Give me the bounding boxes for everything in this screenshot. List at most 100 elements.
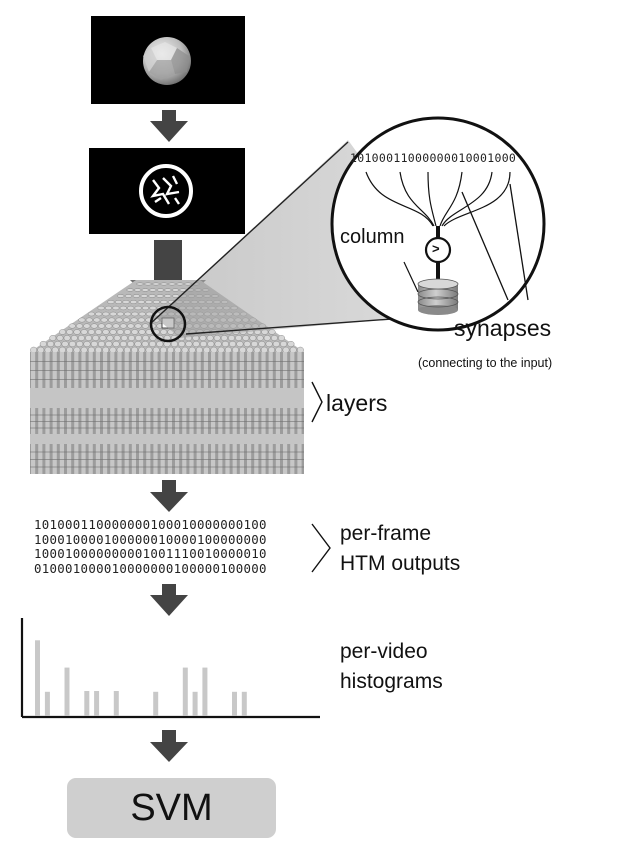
histogram-axes [20,618,320,719]
column-top [108,317,116,323]
column-top [126,288,134,292]
column-top [120,335,128,341]
histogram-label-line2: histograms [340,670,443,693]
column-top [97,341,105,348]
column-top [280,341,288,348]
layer-slab [30,459,304,460]
column-top [136,282,144,286]
column-top [137,317,145,323]
column-top [95,311,103,317]
column-top [92,335,100,341]
synapses-label: synapses [454,315,552,341]
column-top [49,335,57,341]
column-top [178,341,186,348]
column-top [256,335,264,341]
svm-label: SVM [130,786,213,829]
column-top [83,341,91,348]
column-top [160,300,168,304]
column-top [207,341,215,348]
comparator-symbol: > [432,241,440,256]
edge-image [139,164,193,218]
column-top [171,294,180,298]
column-top [228,335,235,341]
column-top [199,341,207,348]
column-top [164,288,172,292]
column-top [63,335,71,341]
column-top [214,341,222,348]
layer-slab [30,370,304,371]
column-top [119,305,127,311]
column-top [68,323,76,329]
column-top [141,341,149,348]
column-top [115,317,123,323]
layer-slab [30,451,304,453]
column-top [141,288,149,292]
column-top [149,305,157,311]
histogram-label-line1: per-video [340,640,428,663]
column-top [242,335,250,341]
column-top [104,305,112,311]
input-frame [91,16,245,104]
htm-output-row: 010001000010000000100000100000 [34,560,267,576]
column-top [263,335,271,341]
column-top [287,341,295,348]
column-top [132,294,141,298]
layer-slab [30,434,304,444]
layer-slab [30,427,304,429]
outputs-brace [311,523,331,573]
histogram-bar [192,691,198,716]
column-top [156,288,165,292]
column-top [116,294,125,298]
column-top [206,335,214,341]
column-stack-icon [417,278,459,315]
column-top [243,341,251,348]
column-top [87,311,95,317]
column-top [250,341,258,348]
column-top [105,323,113,329]
column-top [102,329,110,335]
comparator-icon [424,236,452,264]
column-top [112,341,120,348]
column-top [102,311,110,317]
column-top [70,335,78,341]
histogram-bar [35,640,40,716]
column-top [130,300,138,304]
column-top [39,341,47,348]
column-top [138,329,146,335]
column-top [85,335,93,341]
column-top [170,341,178,348]
layer-slab [30,361,304,362]
htm-output-row: 100010000000001001110010000010 [34,546,267,561]
column-top [127,323,135,329]
histogram-bar [64,667,70,716]
column-top [47,341,55,348]
column-top [168,282,176,286]
column-top [105,341,113,348]
column-top [149,335,157,341]
outputs-label-line1: per-frame [340,522,432,545]
column-top [221,341,229,348]
svm-box: SVM [67,778,276,838]
column-top [176,282,184,286]
column-top [97,323,105,329]
column-top [140,294,148,298]
column-top [192,341,200,348]
column-top [144,282,152,286]
column-top [113,335,121,341]
arrow-down-icon [150,110,188,142]
column-top [141,323,149,329]
column-top [152,300,161,304]
processed-frame [89,148,245,234]
column-top [75,323,83,329]
column-top [114,300,123,304]
layer-slab [30,421,304,422]
synapse-lines [365,171,511,227]
column-top [95,329,103,335]
zoom-input-bits: 10100011000000010001000 [350,151,517,165]
column-top [220,335,228,341]
column-top [184,282,192,286]
column-top [135,335,143,341]
column-top [258,341,266,348]
column-top [54,341,62,348]
column-top [164,294,172,298]
